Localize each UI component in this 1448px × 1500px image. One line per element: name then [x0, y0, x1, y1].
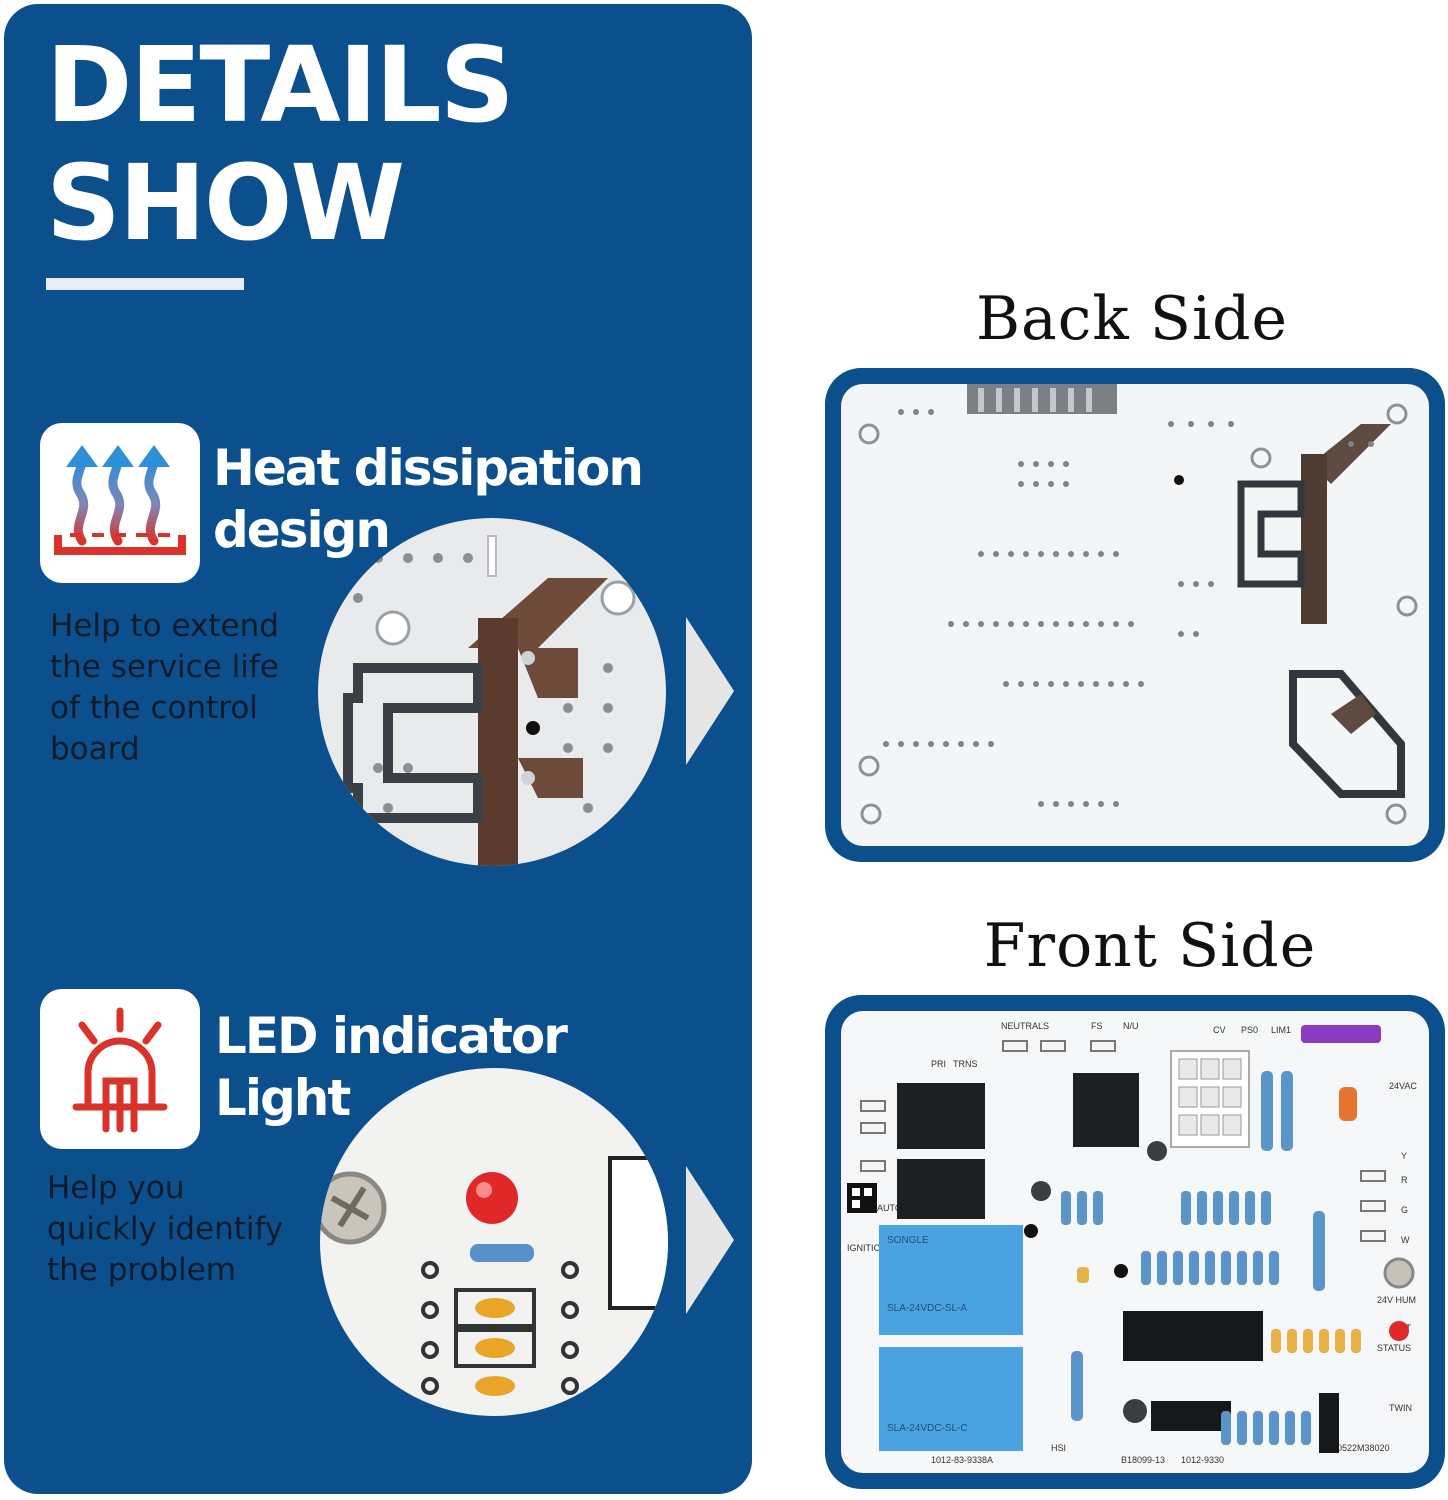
back-side-board-image	[841, 384, 1429, 846]
silk-cv: CV	[1213, 1025, 1226, 1035]
silk-24v-hum: 24V HUM	[1377, 1295, 1416, 1305]
front-side-board-frame: NEUTRALS PRI TRNS FS N/U LIM1 PS0 CV 24V…	[825, 995, 1445, 1489]
heat-sink-zoom-image	[318, 518, 666, 866]
heat-desc-line-1: Help to extend	[50, 608, 279, 644]
silk-trns: TRNS	[953, 1059, 978, 1069]
silk-fs: FS	[1091, 1021, 1103, 1031]
led-desc-line-1: Help you	[47, 1170, 185, 1206]
heat-zoom-arrow	[686, 617, 734, 765]
alarm-light-icon	[72, 1007, 168, 1133]
title-underline	[46, 278, 244, 290]
relay-2-model: SLA-24VDC-SL-C	[887, 1423, 968, 1434]
led-zoom-arrow	[686, 1166, 734, 1314]
silk-r: R	[1401, 1175, 1408, 1185]
led-desc-line-2: quickly identify	[47, 1211, 284, 1247]
silk-part-number-b: 1012-9330	[1181, 1455, 1224, 1465]
back-side-board-frame	[825, 368, 1445, 862]
led-zoom-image	[320, 1068, 668, 1416]
led-title-line-2: Light	[215, 1069, 351, 1127]
front-side-board-image: NEUTRALS PRI TRNS FS N/U LIM1 PS0 CV 24V…	[841, 1011, 1429, 1473]
silk-g: G	[1401, 1205, 1408, 1215]
silk-status: STATUS	[1377, 1343, 1411, 1353]
heat-title-line-2: design	[213, 501, 391, 559]
back-side-label: Back Side	[975, 284, 1289, 354]
silk-nu: N/U	[1123, 1021, 1139, 1031]
heat-dissipation-title: Heat dissipation design	[213, 437, 644, 561]
silk-pri: PRI	[931, 1059, 946, 1069]
led-title-line-1: LED indicator	[215, 1007, 568, 1065]
heat-dissipation-description: Help to extend the service life of the c…	[50, 606, 300, 770]
silk-hsi: HSI	[1051, 1443, 1066, 1453]
silk-w: W	[1401, 1235, 1410, 1245]
led-desc-line-3: the problem	[47, 1252, 236, 1288]
silk-y: Y	[1401, 1151, 1407, 1161]
silk-neutrals: NEUTRALS	[1001, 1021, 1049, 1031]
silk-twin: TWIN	[1389, 1403, 1412, 1413]
relay-1-model: SLA-24VDC-SL-A	[887, 1303, 967, 1314]
silk-date-code: 0522M38020	[1337, 1443, 1390, 1453]
silk-ignition: IGNITION	[847, 1243, 887, 1253]
silk-ps0: PS0	[1241, 1025, 1258, 1035]
silk-auto: AUTO	[877, 1203, 902, 1213]
title-line-1: DETAILS	[46, 24, 515, 146]
heat-desc-line-3: of the control	[50, 690, 258, 726]
heat-waves-icon	[54, 445, 186, 555]
led-indicator-description: Help you quickly identify the problem	[47, 1168, 297, 1291]
heat-title-line-1: Heat dissipation	[213, 439, 644, 497]
front-side-label: Front Side	[983, 911, 1317, 981]
title-line-2: SHOW	[46, 142, 405, 264]
heat-desc-line-4: board	[50, 731, 140, 767]
silk-part-number-c: B18099-13	[1121, 1455, 1165, 1465]
silk-24vac: 24VAC	[1389, 1081, 1417, 1091]
relay-brand: SONGLE	[887, 1235, 929, 1246]
led-indicator-icon	[40, 989, 200, 1149]
silk-lim1: LIM1	[1271, 1025, 1291, 1035]
silk-part-number-a: 1012-83-9338A	[931, 1455, 993, 1465]
heat-dissipation-icon	[40, 423, 200, 583]
heat-desc-line-2: the service life	[50, 649, 279, 685]
page-title: DETAILS SHOW	[46, 24, 515, 264]
led-indicator-title: LED indicator Light	[215, 1005, 568, 1129]
